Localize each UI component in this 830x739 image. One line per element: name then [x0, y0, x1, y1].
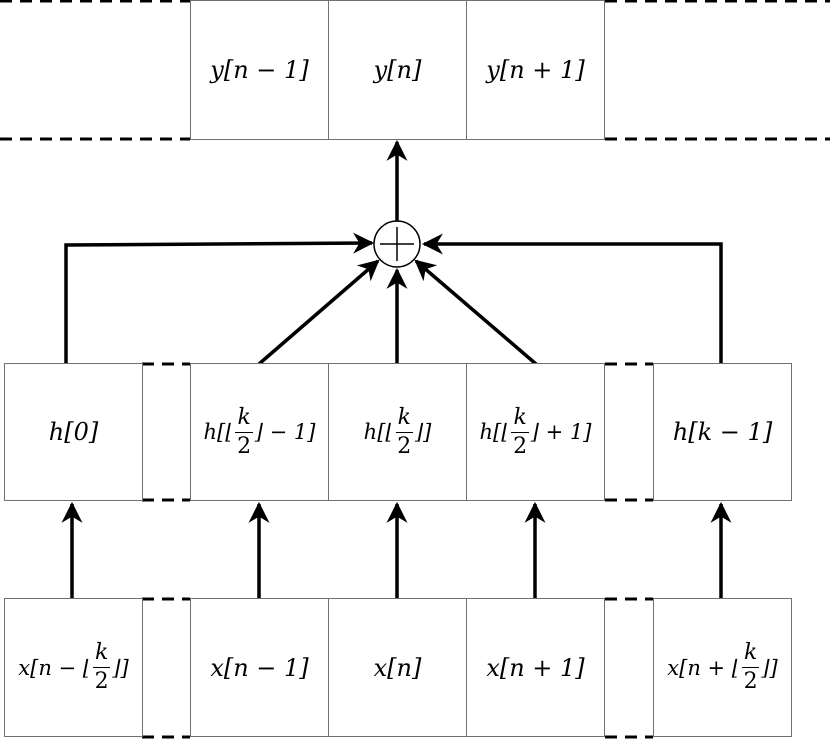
input-first-suffix: ⌋] [112, 655, 129, 680]
fraction-numerator: k [235, 406, 253, 433]
coefficient-mid-left-prefix: h[⌊ [203, 420, 234, 444]
arrow-h0-to-sum [64, 232, 375, 364]
fraction-denominator: 2 [743, 669, 758, 694]
fraction-denominator: 2 [513, 433, 528, 459]
arrow-hlast-to-sum [421, 233, 723, 364]
coefficient-mid-right-prefix: h[⌊ [479, 420, 510, 444]
fraction-denominator: 2 [237, 433, 252, 459]
coefficient-cell-first: h[0] [4, 363, 143, 501]
input-first-prefix: x[n − ⌊ [18, 655, 91, 680]
arrow-hmid-right-to-sum [414, 259, 538, 366]
fraction-numerator: k [741, 642, 760, 668]
input-arrows [61, 501, 732, 599]
input-last-suffix: ⌋] [761, 655, 778, 680]
input-cell-prev: x[n − 1] [190, 598, 329, 737]
coefficient-cell-last: h[k − 1] [653, 363, 792, 501]
summer-node [373, 220, 421, 268]
coefficient-label-first: h[0] [48, 418, 99, 446]
coefficient-label-last: h[k − 1] [672, 418, 773, 446]
input-last-prefix: x[n + ⌊ [667, 655, 740, 680]
output-cell-prev: y[n − 1] [190, 0, 329, 140]
coefficient-mid-suffix: ⌋] [414, 420, 432, 444]
coefficient-mid-prefix: h[⌊ [363, 420, 394, 444]
coefficient-mid-left-suffix: ⌋ − 1] [254, 420, 316, 444]
input-cell-next: x[n + 1] [466, 598, 605, 737]
input-row-dashes [142, 597, 653, 739]
output-label-next: y[n + 1] [486, 56, 585, 84]
fraction-denominator: 2 [94, 669, 109, 694]
output-cell-current: y[n] [328, 0, 467, 140]
input-label-next: x[n + 1] [486, 653, 585, 682]
input-cell-current: x[n] [328, 598, 467, 737]
input-label-current: x[n] [373, 653, 422, 682]
fraction-numerator: k [395, 406, 413, 433]
fraction-numerator: k [92, 642, 111, 668]
arrow-hmid-left-to-sum [257, 259, 380, 366]
fraction-numerator: k [511, 406, 529, 433]
sum-arrows [64, 139, 723, 366]
fraction-denominator: 2 [397, 433, 412, 459]
output-row-dashes [0, 0, 830, 141]
output-label-current: y[n] [373, 56, 422, 84]
output-label-prev: y[n − 1] [210, 56, 309, 84]
coefficient-mid-right-suffix: ⌋ + 1] [530, 420, 592, 444]
coefficient-row-dashes [142, 362, 653, 502]
input-label-prev: x[n − 1] [210, 653, 309, 682]
output-cell-next: y[n + 1] [466, 0, 605, 140]
